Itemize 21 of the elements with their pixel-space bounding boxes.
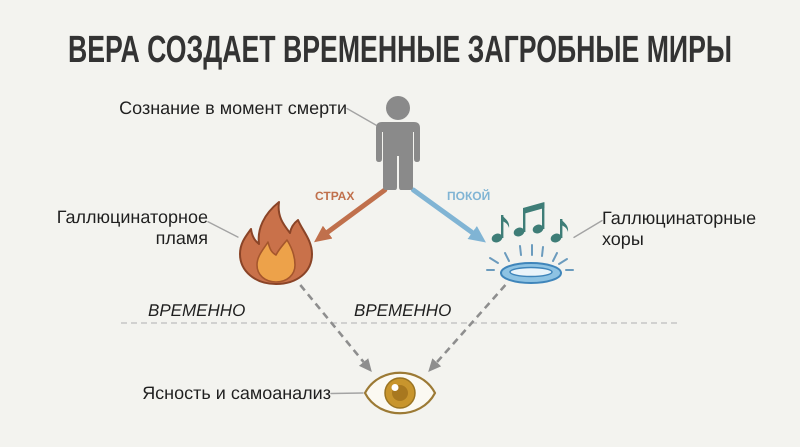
flame-icon: [238, 201, 314, 285]
annotation-text: Сознание в момент смерти: [119, 98, 347, 119]
annotation-text: Галлюцинаторное пламя: [56, 207, 208, 249]
annotation-text: Галлюцинаторные хоры: [602, 208, 756, 250]
leader-line: [346, 108, 377, 126]
leader-line: [207, 221, 239, 238]
leader-line: [573, 220, 603, 238]
dashed-arrow: [428, 284, 506, 372]
eye-icon: [363, 372, 437, 414]
title: ВЕРА СОЗДАЕТ ВРЕМЕННЫЕ ЗАГРОБНЫЕ МИРЫ: [68, 28, 732, 72]
note-text: ВРЕМЕННО: [354, 300, 452, 321]
edge-label: ПОКОЙ: [446, 189, 492, 203]
arrow: [410, 188, 486, 242]
note-text: ВРЕМЕННО: [148, 300, 246, 321]
arrow: [314, 188, 388, 242]
music-notes-halo-icon: [486, 200, 574, 285]
leader-line: [330, 392, 364, 394]
edge-label: СТРАХ: [314, 189, 356, 203]
person-icon: [376, 96, 420, 190]
dashed-arrow: [299, 284, 372, 372]
annotation-text: Ясность и самоанализ: [142, 383, 331, 404]
